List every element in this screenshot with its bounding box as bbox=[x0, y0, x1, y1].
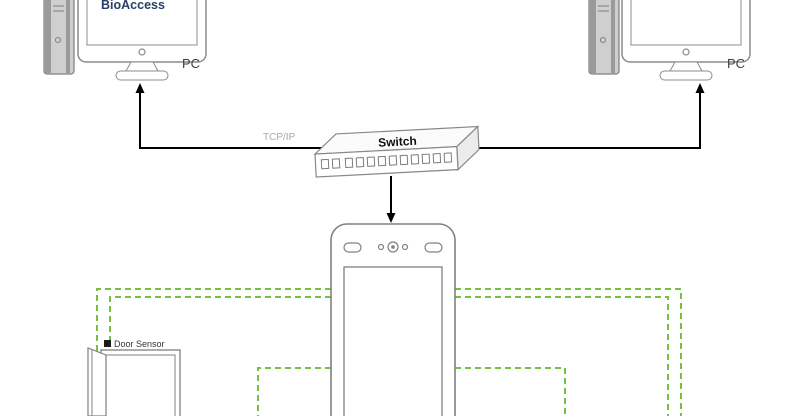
left-pc-label: PC bbox=[182, 56, 200, 71]
device-screen bbox=[343, 266, 443, 416]
right-pc-to-switch-line bbox=[462, 83, 705, 149]
wire-right-inner bbox=[455, 296, 669, 416]
monitor-power-button-icon bbox=[138, 48, 146, 56]
wire-left-outer bbox=[96, 288, 331, 416]
right-pc: PC bbox=[588, 0, 751, 81]
device-sensor-icon bbox=[401, 243, 409, 251]
wire-bottom-right bbox=[455, 367, 566, 416]
switch-label: Switch bbox=[378, 134, 417, 150]
wire-bottom-left bbox=[257, 367, 331, 416]
device-camera-lens-icon bbox=[391, 245, 395, 249]
left-pc-tower bbox=[43, 0, 75, 75]
left-pc-to-switch-line bbox=[135, 83, 330, 149]
device-speaker-left-icon bbox=[343, 242, 362, 253]
wire-left-inner-to-door-sensor bbox=[109, 296, 331, 341]
right-pc-tower bbox=[588, 0, 620, 75]
device-speaker-right-icon bbox=[424, 242, 443, 253]
door-leaf bbox=[87, 347, 107, 416]
door-frame-inner bbox=[105, 354, 176, 416]
green-wiring bbox=[96, 288, 682, 416]
tcpip-label: TCP/IP bbox=[263, 132, 296, 143]
switch-ports bbox=[320, 152, 453, 170]
wire-right-outer bbox=[455, 288, 682, 416]
device-camera-icon bbox=[387, 241, 399, 253]
left-pc-monitor: BioAccess bbox=[77, 0, 207, 81]
access-control-device bbox=[330, 223, 456, 416]
switch-to-device-line bbox=[386, 176, 396, 223]
door-sensor-label: Door Sensor bbox=[114, 339, 165, 349]
left-pc-screen-text: BioAccess bbox=[101, 0, 165, 12]
right-pc-label: PC bbox=[727, 56, 745, 71]
monitor-power-button-icon bbox=[682, 48, 690, 56]
door-sensor-icon bbox=[104, 340, 111, 347]
right-pc-monitor bbox=[621, 0, 751, 81]
network-switch: Switch bbox=[313, 125, 480, 178]
left-pc: BioAccess PC bbox=[43, 0, 207, 81]
device-sensor-icon bbox=[377, 243, 385, 251]
door: Door Sensor bbox=[87, 339, 181, 416]
